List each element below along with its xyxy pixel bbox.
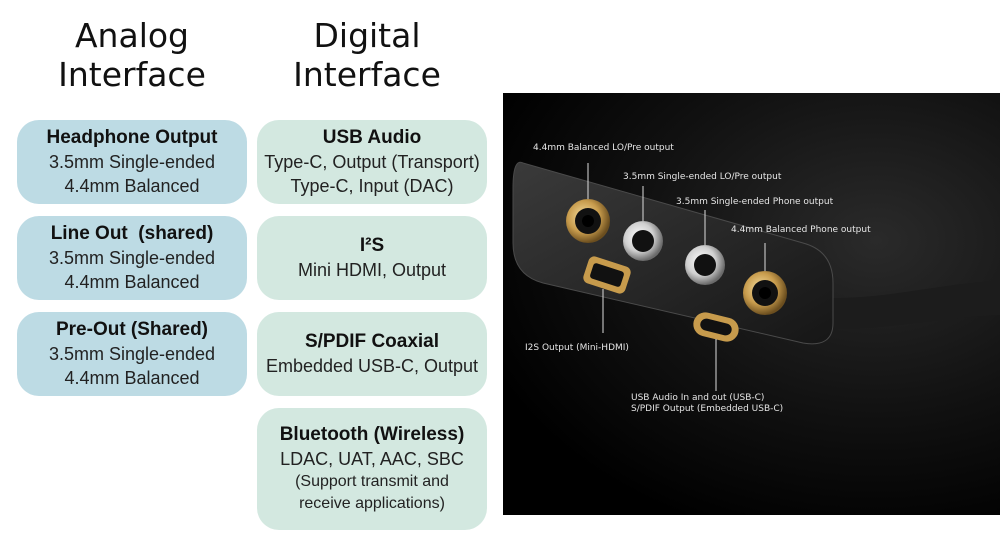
bluetooth-card: Bluetooth (Wireless) LDAC, UAT, AAC, SBC… <box>257 408 487 530</box>
jack-44-phone <box>743 271 787 315</box>
usb-audio-card: USB Audio Type-C, Output (Transport) Typ… <box>257 120 487 204</box>
digital-heading-line1: Digital <box>313 16 421 55</box>
card-line: 3.5mm Single-ended <box>48 248 216 268</box>
analog-heading-line1: Analog <box>74 16 190 55</box>
spdif-coaxial-card: S/PDIF Coaxial Embedded USB-C, Output <box>257 312 487 396</box>
card-line: Type-C, Input (DAC) <box>290 176 454 196</box>
card-line: 4.4mm Balanced <box>64 272 200 292</box>
card-title: I²S <box>359 235 385 256</box>
card-title: Headphone Output <box>46 127 218 148</box>
card-title: USB Audio <box>322 127 422 148</box>
jack-44-lo-pre <box>566 199 610 243</box>
digital-heading-line2: Interface <box>293 55 441 94</box>
pre-out-card: Pre-Out (Shared) 3.5mm Single-ended 4.4m… <box>17 312 247 396</box>
label-spdif-output: S/PDIF Output (Embedded USB-C) <box>631 404 784 414</box>
label-35-se-lo-pre: 3.5mm Single-ended LO/Pre output <box>623 172 782 182</box>
label-usb-audio: USB Audio In and out (USB-C) <box>631 393 765 403</box>
card-title: S/PDIF Coaxial <box>304 331 440 352</box>
i2s-card: I²S Mini HDMI, Output <box>257 216 487 300</box>
jack-35-lo-pre <box>623 221 663 261</box>
card-line: 4.4mm Balanced <box>64 368 200 388</box>
device-body <box>512 161 834 345</box>
line-out-card: Line Out (shared) 3.5mm Single-ended 4.4… <box>17 216 247 300</box>
card-line: Type-C, Output (Transport) <box>264 152 480 172</box>
card-title: Pre-Out (Shared) <box>55 319 209 340</box>
card-line: 3.5mm Single-ended <box>48 152 216 172</box>
label-leader-lines <box>587 163 766 391</box>
analog-interface-heading: Analog Interface <box>17 16 247 94</box>
card-line: 3.5mm Single-ended <box>48 344 216 364</box>
analog-heading-line2: Interface <box>58 55 206 94</box>
label-i2s-output: I2S Output (Mini-HDMI) <box>525 343 629 353</box>
card-title: Line Out (shared) <box>50 223 214 244</box>
mini-hdmi-port <box>583 256 631 294</box>
digital-interface-heading: Digital Interface <box>252 16 482 94</box>
headphone-output-card: Headphone Output 3.5mm Single-ended 4.4m… <box>17 120 247 204</box>
card-line: 4.4mm Balanced <box>64 176 200 196</box>
usb-c-port <box>693 312 739 342</box>
device-illustration <box>512 161 1000 391</box>
card-note: (Support transmit and <box>295 473 449 490</box>
card-note: receive applications) <box>299 495 445 512</box>
label-44-balanced-lo-pre: 4.4mm Balanced LO/Pre output <box>533 143 674 153</box>
device-ports-photo: 4.4mm Balanced LO/Pre output 3.5mm Singl… <box>503 93 1000 515</box>
card-title: Bluetooth (Wireless) <box>279 424 465 445</box>
jack-35-phone <box>685 245 725 285</box>
card-line: Mini HDMI, Output <box>297 260 447 280</box>
cable-shape <box>833 281 1000 329</box>
label-44-balanced-phone: 4.4mm Balanced Phone output <box>731 225 871 235</box>
label-35-se-phone: 3.5mm Single-ended Phone output <box>676 197 834 207</box>
card-line: Embedded USB-C, Output <box>265 356 479 376</box>
card-line: LDAC, UAT, AAC, SBC <box>280 449 464 469</box>
